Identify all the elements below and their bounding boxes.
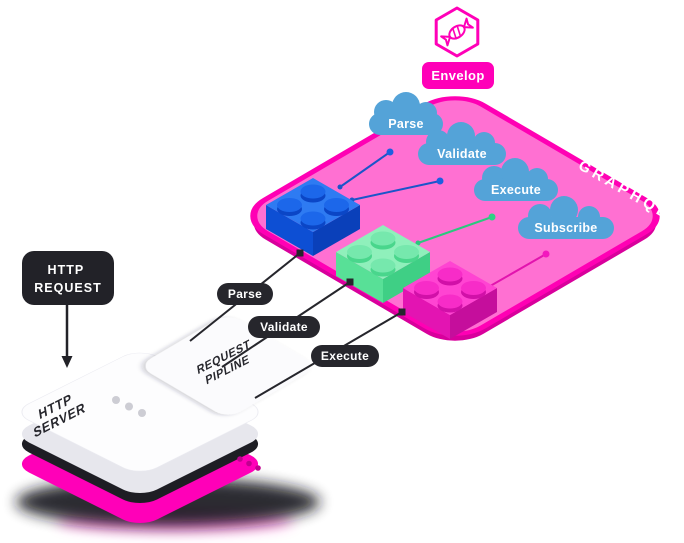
brick-left-face <box>336 252 383 303</box>
brick-stud <box>461 281 486 299</box>
brick-stud <box>437 267 463 286</box>
candy-wrapper <box>462 17 474 29</box>
pill <box>217 283 273 305</box>
http-request-badge: HTTP REQUEST <box>22 251 114 305</box>
brick-top-face <box>336 225 430 279</box>
candy-hexagon-icon <box>434 6 480 58</box>
candy-stripe <box>452 27 457 40</box>
hook-cloud-subscribe: Subscribe <box>518 196 614 239</box>
base-dot <box>246 460 252 467</box>
blue-plugin-brick <box>266 178 360 256</box>
arrow-head-icon <box>61 356 73 368</box>
connector-dot <box>488 213 496 221</box>
connector-line <box>339 151 391 188</box>
brick-stud <box>370 231 396 250</box>
http-request-label-line1: HTTP <box>48 263 84 277</box>
candy-wrapper <box>440 35 452 47</box>
cloud-body <box>418 143 506 165</box>
board-node <box>296 249 304 257</box>
connector-line <box>351 180 441 201</box>
badge-background <box>22 251 114 305</box>
hook-cloud-validate: Validate <box>418 122 506 165</box>
pipeline-step-execute: Execute <box>311 345 379 367</box>
connector-dot <box>542 250 550 258</box>
connector-line <box>417 216 493 244</box>
hook-label: Validate <box>437 147 487 161</box>
board-node <box>398 308 406 316</box>
brick-stud <box>277 198 302 216</box>
brick-left-face <box>266 205 313 256</box>
request-pipeline-card: REQUEST PIPLINE <box>138 313 318 419</box>
hook-label: Subscribe <box>534 221 597 235</box>
brick-left-face <box>403 288 450 339</box>
envelop-badge-label: Envelop <box>431 68 484 83</box>
board-node <box>346 278 354 286</box>
connector-parse <box>337 148 394 190</box>
pill <box>248 316 320 338</box>
cloud-body <box>518 217 614 239</box>
hexagon-outline <box>434 6 480 58</box>
cloud-body <box>369 113 443 135</box>
connector-execute <box>415 213 496 246</box>
brick-top-face <box>403 261 497 315</box>
pipeline-step-validate: Validate <box>248 316 320 338</box>
brick-stud <box>300 211 326 230</box>
connector-dot <box>415 240 421 246</box>
server-dot <box>112 396 120 404</box>
cloud-body <box>474 179 558 201</box>
connector-dot <box>337 184 343 190</box>
http-request-label: HTTP REQUEST <box>34 263 101 295</box>
brick-stud <box>394 245 419 263</box>
candy-icon <box>440 17 474 47</box>
brick-stud <box>414 281 439 299</box>
brick-stud <box>347 245 372 263</box>
server-dot <box>138 409 146 417</box>
http-request-label-line2: REQUEST <box>34 281 101 295</box>
pill <box>311 345 379 367</box>
pipeline-step-label: Validate <box>260 320 308 334</box>
hook-label: Execute <box>491 183 541 197</box>
magenta-plugin-brick <box>403 261 497 339</box>
brick-right-face <box>383 252 430 303</box>
envelop-badge: Envelop <box>422 62 494 89</box>
base-dot <box>237 456 243 462</box>
brick-stud <box>300 184 326 203</box>
hook-clouds: Parse Validate Execute Subscribe <box>369 92 614 239</box>
connector-dot <box>436 177 444 185</box>
candy-stripe <box>456 25 462 37</box>
request-arrow <box>61 305 73 368</box>
pipeline-step-pills: Parse Validate Execute <box>217 283 379 367</box>
brick-stud <box>370 258 396 277</box>
http-server: HTTP SERVER <box>11 347 320 531</box>
hook-cloud-execute: Execute <box>474 158 558 201</box>
brick-stud <box>324 198 349 216</box>
brick-right-face <box>313 205 360 256</box>
base-dot <box>255 465 261 471</box>
pipeline-step-label: Execute <box>321 349 369 363</box>
hook-cloud-parse: Parse <box>369 92 443 135</box>
connector-dot <box>386 148 394 156</box>
server-dot <box>125 402 133 411</box>
hook-label: Parse <box>388 117 424 131</box>
pipeline-step-label: Parse <box>228 287 262 301</box>
brick-right-face <box>450 288 497 339</box>
brick-top-face <box>266 178 360 232</box>
green-plugin-brick <box>336 225 430 303</box>
badge-background <box>422 62 494 89</box>
brick-stud <box>437 294 463 313</box>
pipeline-step-parse: Parse <box>217 283 273 305</box>
